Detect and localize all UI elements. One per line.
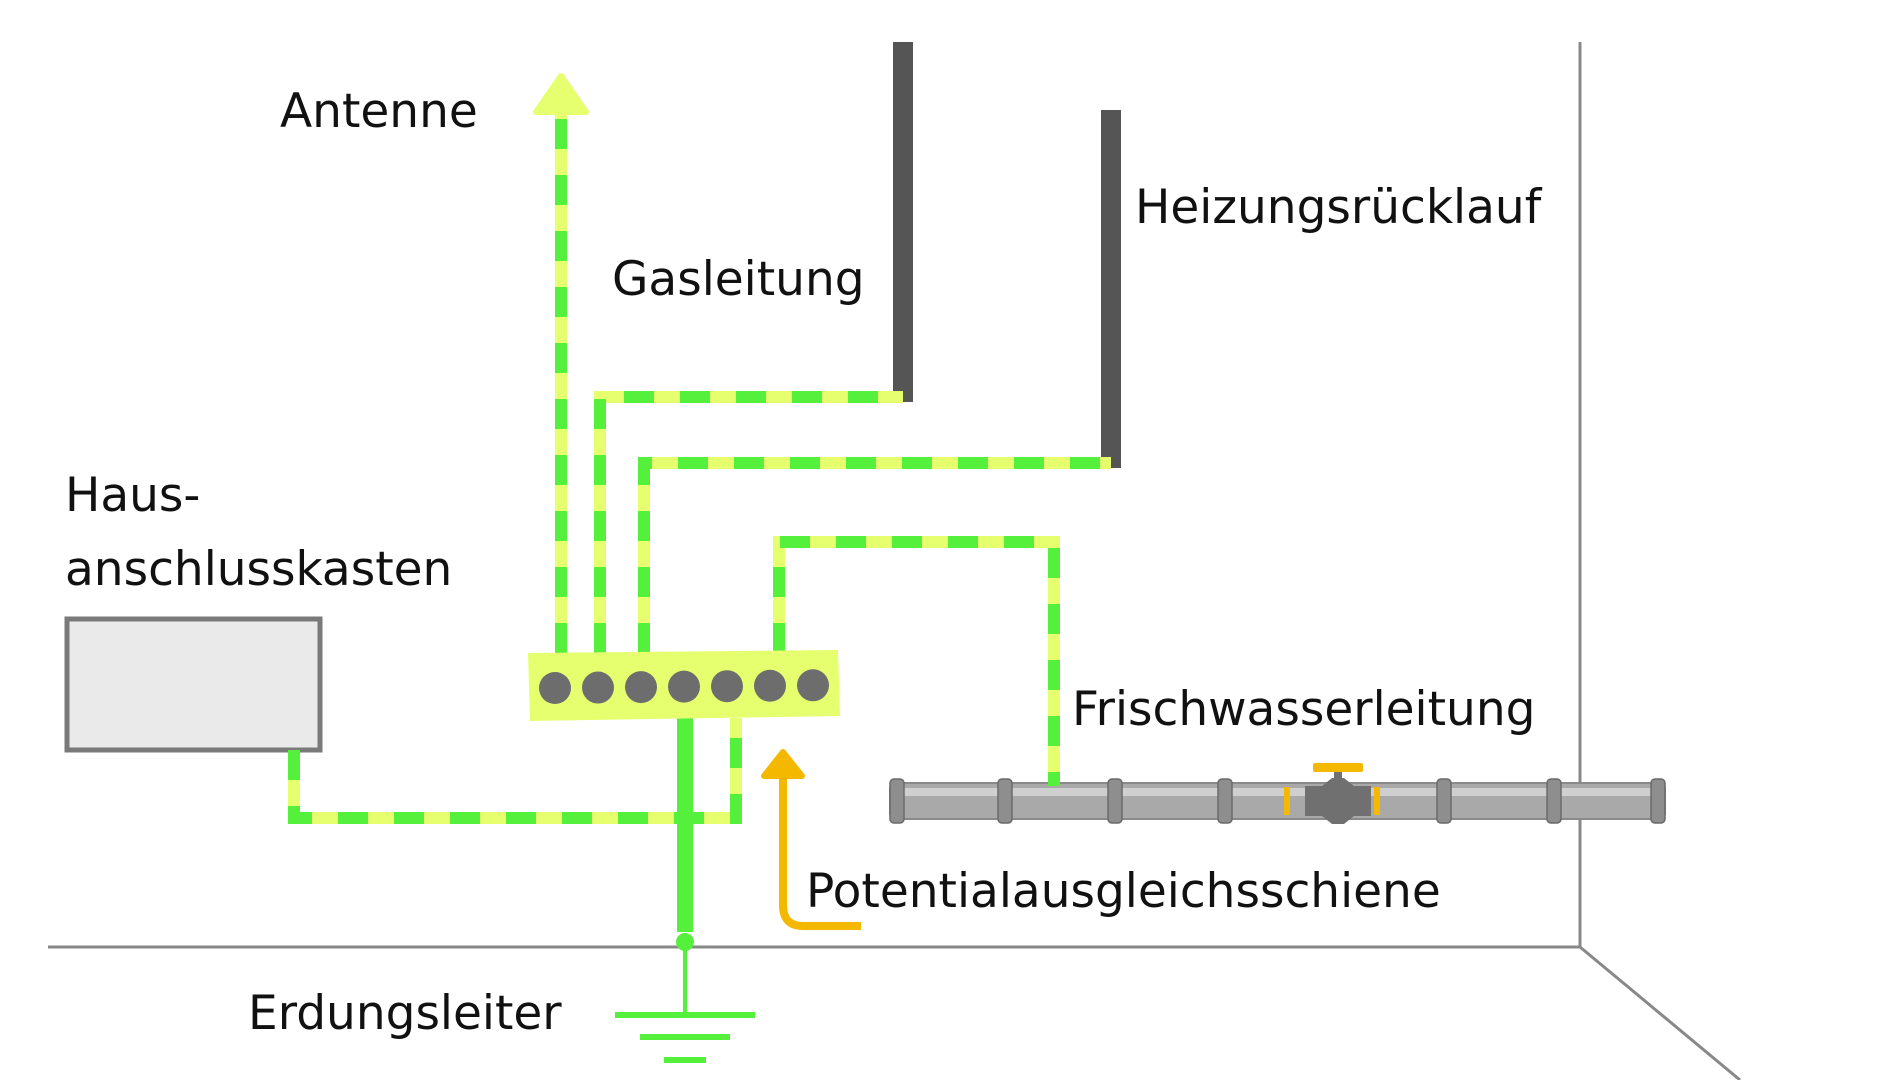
bonding-terminal <box>582 671 614 704</box>
pipe-coupling <box>1107 778 1123 824</box>
pipe-coupling <box>997 778 1013 824</box>
fresh-water-pipe <box>889 763 1666 824</box>
gas-line-label: Gasleitung <box>612 252 865 307</box>
house-box-label-line1: Haus- <box>65 468 201 523</box>
pipe-couplings <box>889 778 1666 824</box>
bonding-terminal <box>754 669 786 702</box>
pipe-coupling <box>1546 778 1562 824</box>
pipe-coupling <box>889 778 905 824</box>
valve-stem <box>1334 770 1342 782</box>
bonding-terminal <box>797 669 829 702</box>
conductor-house-box-stripe <box>288 718 742 824</box>
bonding-terminal <box>539 672 571 704</box>
house-box-label-line2: anschlusskasten <box>65 542 453 597</box>
bonding-bar-label: Potentialausgleichsschiene <box>806 864 1441 919</box>
pointer-arrow-icon <box>761 749 861 930</box>
pipe-coupling <box>1217 778 1233 824</box>
earthing-conductor-label: Erdungsleiter <box>248 986 562 1041</box>
ground-symbol-icon <box>615 933 755 1063</box>
pipe-coupling <box>1436 778 1452 824</box>
heating-return-pipe <box>1101 110 1121 468</box>
equipotential-bonding-bar <box>528 650 840 721</box>
bonding-conductors <box>288 105 1111 932</box>
bonding-terminal <box>625 671 657 704</box>
bonding-terminal <box>668 670 700 703</box>
conductor-house-box-base <box>288 718 742 824</box>
arrow-up-icon <box>533 73 589 115</box>
water-pipe-highlight <box>892 788 1663 796</box>
conductor-gas-stripe <box>594 391 903 653</box>
conductor-heating-base <box>638 457 1111 653</box>
valve-handle <box>1313 763 1363 772</box>
valve-icon <box>1284 763 1380 824</box>
valve-body <box>1305 778 1371 824</box>
heating-return-label: Heizungsrücklauf <box>1135 180 1542 235</box>
pointer-arrow-shaft <box>779 761 861 930</box>
fresh-water-label: Frischwasserleitung <box>1072 682 1536 737</box>
gas-pipe <box>893 42 913 402</box>
bonding-bar-terminals <box>539 669 829 704</box>
floor-perspective-line <box>1579 945 1741 1080</box>
service-connection-box <box>64 616 323 753</box>
antenna-label: Antenne <box>280 84 478 139</box>
bonding-terminal <box>711 670 743 703</box>
pointer-arrow-head <box>761 749 805 779</box>
conductor-water-stripe <box>773 536 1060 786</box>
pipe-coupling <box>1650 778 1666 824</box>
conductor-heating-stripe <box>638 457 1111 653</box>
